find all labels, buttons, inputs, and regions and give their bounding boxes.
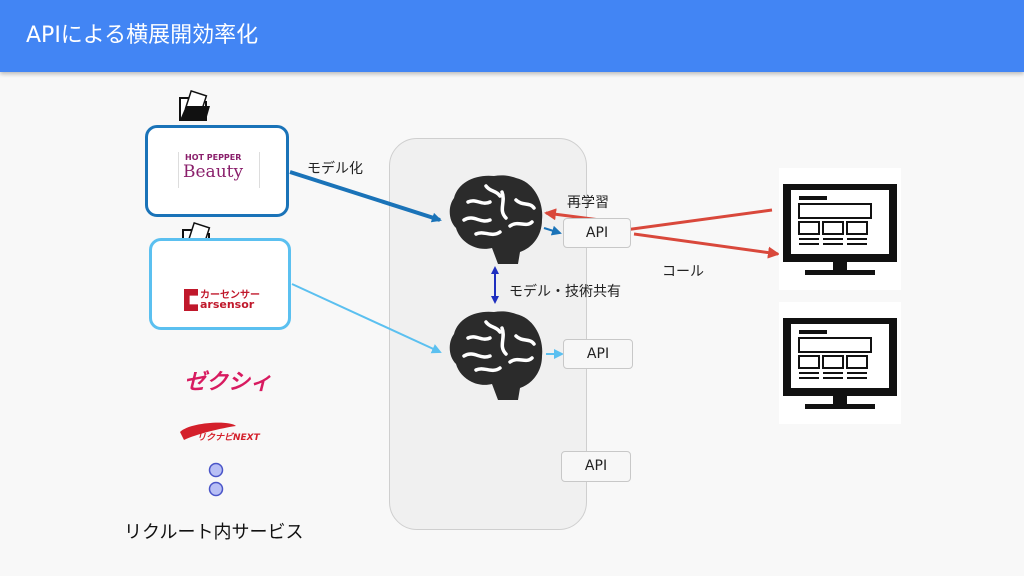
brain-icon [449, 175, 543, 264]
carsensor-box: カーセンサー arsensor [149, 238, 291, 330]
page-title: APIによる横展開効率化 [26, 23, 259, 48]
carsensor-logo-main: arsensor [200, 298, 255, 311]
header-bar: APIによる横展開効率化 [0, 0, 1024, 72]
api-box-1: API [563, 218, 631, 248]
model-share-label: モデル・技術共有 [509, 284, 621, 300]
carsensor-c-mark [184, 289, 198, 311]
folder-icon [179, 90, 210, 121]
hotpepper-logo-main: Beauty [183, 162, 244, 182]
hotpepper-beauty-logo: HOT PEPPER Beauty [178, 152, 260, 188]
recruit-services-label: リクルート内サービス [124, 522, 304, 543]
more-dot [208, 462, 224, 478]
call-arrow-in [608, 208, 773, 237]
retrain-label: 再学習 [567, 195, 609, 211]
modelize-label: モデル化 [307, 161, 363, 177]
rikunabi-next-logo: リクナビNEXT [197, 433, 260, 443]
carsensor-logo: カーセンサー arsensor [184, 285, 260, 313]
api-label: API [586, 346, 610, 362]
brain-icon [449, 311, 543, 400]
call-arrow-out [633, 232, 780, 259]
monitor-icon [779, 302, 901, 424]
hotpepper-beauty-box: HOT PEPPER Beauty [145, 125, 289, 217]
brain-to-api-arrow-1 [543, 225, 562, 236]
api-box-3: API [561, 451, 631, 482]
api-label: API [584, 458, 608, 474]
carsensor-arrow [291, 283, 442, 354]
call-label: コール [662, 264, 704, 280]
zexy-logo: ゼクシィ [184, 370, 273, 395]
hotpepper-logo-top: HOT PEPPER [185, 153, 242, 162]
carsensor-logo-top: カーセンサー [200, 290, 260, 301]
monitor-icon [779, 168, 901, 290]
more-dot [208, 481, 224, 497]
api-box-2: API [563, 339, 633, 369]
modelize-arrow [289, 170, 442, 223]
api-label: API [585, 225, 609, 241]
rikunabi-swoosh [180, 422, 236, 440]
